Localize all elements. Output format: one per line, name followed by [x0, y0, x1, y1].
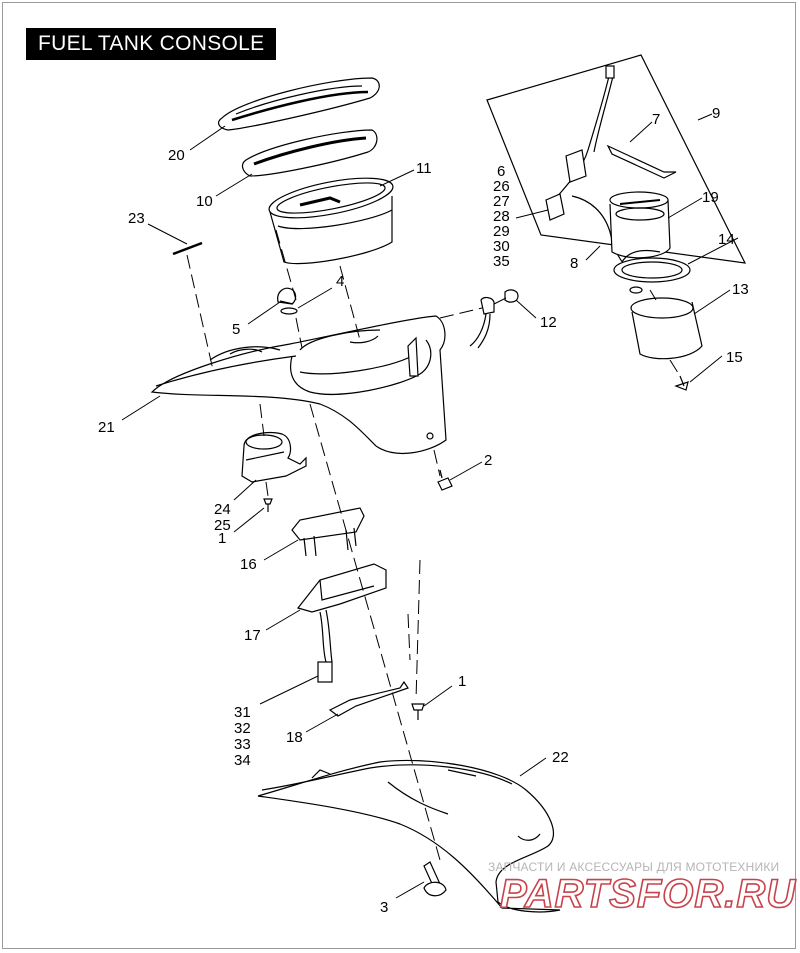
callout-8: 8 [570, 255, 578, 272]
callout-32: 32 [234, 720, 251, 737]
callout-27: 27 [493, 193, 510, 210]
callout-17: 17 [244, 627, 261, 644]
callout-15: 15 [726, 349, 743, 366]
callout-28: 28 [493, 208, 510, 225]
callout-5: 5 [232, 321, 240, 338]
callout-11: 11 [416, 160, 432, 177]
callout-26: 26 [493, 178, 510, 195]
watermark-text: ЗАПЧАСТИ И АКСЕССУАРЫ ДЛЯ МОТОТЕХНИКИ [488, 860, 780, 874]
callout-labels: 20 10 11 23 4 5 21 6 26 27 28 29 30 35 7… [98, 105, 749, 916]
part-1-screw-a [263, 498, 273, 512]
callout-21: 21 [98, 419, 115, 436]
parts-drawing [150, 54, 747, 913]
callout-34: 34 [234, 752, 251, 769]
callout-22: 22 [552, 749, 569, 766]
part-19-fuel-gauge [609, 191, 671, 259]
part-7-cable-strap [606, 144, 677, 179]
part-9-subassembly-box [486, 54, 747, 264]
callout-13: 13 [732, 281, 749, 298]
part-2-screw [437, 469, 453, 491]
callout-12: 12 [540, 314, 557, 331]
callout-16: 16 [240, 556, 257, 573]
part-22-lower-cover [257, 759, 561, 913]
callout-31: 31 [234, 704, 251, 721]
callout-1-upper: 1 [218, 530, 226, 547]
callout-7: 7 [652, 111, 660, 128]
callout-10: 10 [196, 193, 213, 210]
part-15-screw [674, 375, 689, 391]
callout-2: 2 [484, 452, 492, 469]
callout-3: 3 [380, 899, 388, 916]
part-18-clip [328, 680, 409, 717]
callout-1-lower: 1 [458, 673, 466, 690]
watermark-logo: PARTSFOR.RU [499, 871, 797, 917]
part-11-speedometer [268, 177, 394, 265]
part-23-seal [172, 241, 203, 256]
part-24-ignition-switch [241, 431, 307, 483]
callout-6: 6 [497, 163, 505, 180]
part-10-gasket [241, 129, 378, 177]
part-5-bulb [277, 287, 297, 305]
callout-25: 25 [214, 517, 231, 534]
part-6-wiring-harness [545, 65, 631, 271]
callout-9: 9 [712, 105, 720, 122]
callout-24: 24 [214, 501, 231, 518]
part-13-gauge-cup [630, 297, 703, 360]
part-4-grommet [280, 307, 298, 315]
part-21-console-housing [150, 315, 447, 454]
callout-23: 23 [128, 210, 145, 227]
callout-30: 30 [493, 238, 510, 255]
part-20-trim-ring [218, 77, 380, 131]
callout-35: 35 [493, 253, 510, 270]
part-12-connector [469, 289, 519, 349]
callout-18: 18 [286, 729, 303, 746]
callout-20: 20 [168, 147, 185, 164]
diagram-title: FUEL TANK CONSOLE [26, 28, 277, 60]
part-3-bolt [423, 861, 447, 897]
part-17-switch-module [296, 563, 387, 683]
part-16-bracket [291, 507, 365, 557]
callout-19: 19 [702, 189, 719, 206]
part-14-gauge-bezel [613, 249, 691, 294]
callout-14: 14 [718, 231, 735, 248]
assembly-lines [186, 229, 681, 861]
leader-lines [121, 113, 739, 899]
callout-33: 33 [234, 736, 251, 753]
callout-29: 29 [493, 223, 510, 240]
callout-4: 4 [336, 273, 344, 290]
part-1-screw-b [411, 703, 425, 720]
